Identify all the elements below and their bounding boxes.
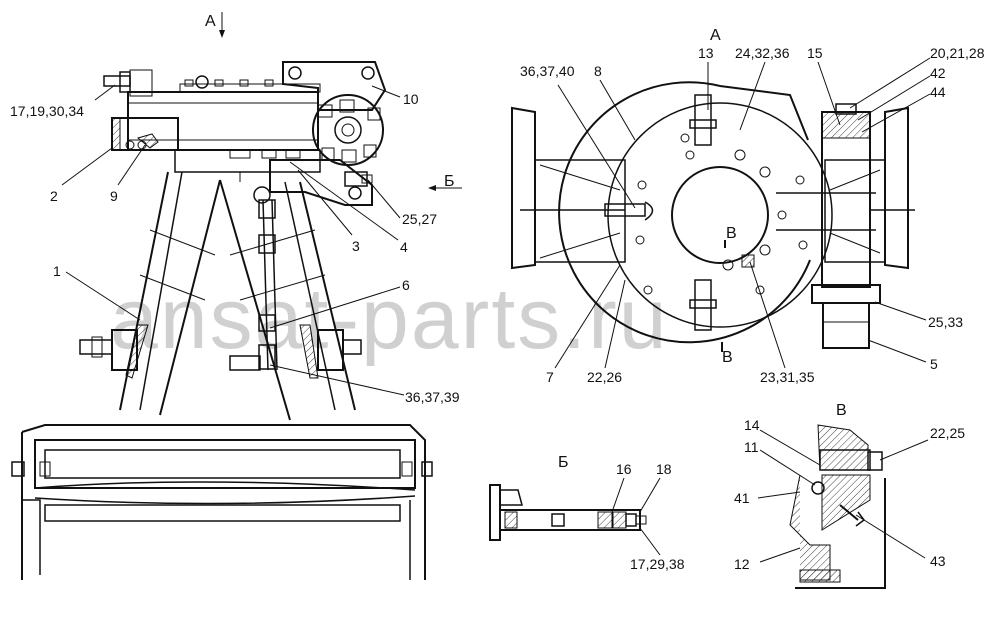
- view-label-v-top: В: [726, 225, 737, 242]
- callout-label: 41: [734, 490, 750, 506]
- callout-label: 6: [402, 277, 410, 293]
- callout-label: 12: [734, 556, 750, 572]
- view-label-v-detail: В: [836, 402, 847, 419]
- main-view: [11, 61, 433, 580]
- view-label-a-left: А: [205, 13, 216, 30]
- callout-label: 25,33: [928, 314, 963, 330]
- callout-label: 9: [110, 188, 118, 204]
- callout-label: 42: [930, 65, 946, 81]
- callout-label: 23,31,35: [760, 369, 815, 385]
- callout-label: 17,19,30,34: [10, 103, 84, 119]
- view-a-arrow: [219, 12, 225, 38]
- callout-label: 36,37,39: [405, 389, 460, 405]
- callout-label: 36,37,40: [520, 63, 575, 79]
- callout-label: 44: [930, 84, 946, 100]
- callout-label: 18: [656, 461, 672, 477]
- callout-label: 7: [546, 369, 554, 385]
- callout-label: 3: [352, 238, 360, 254]
- watermark: ansat-parts.ru: [110, 271, 669, 367]
- callout-label: 22,25: [930, 425, 965, 441]
- callout-label: 8: [594, 63, 602, 79]
- callout-label: 1: [53, 263, 61, 279]
- callout-label: 22,26: [587, 369, 622, 385]
- callout-label: 13: [698, 45, 714, 61]
- callout-label: 43: [930, 553, 946, 569]
- callout-label: 10: [403, 91, 419, 107]
- callout-label: 2: [50, 188, 58, 204]
- view-b-arrow: [428, 185, 462, 191]
- callout-label: 5: [930, 356, 938, 372]
- callout-label: 20,21,28: [930, 45, 985, 61]
- view-b-detail: [489, 484, 647, 541]
- callout-label: 14: [744, 417, 760, 433]
- view-label-b-arrow: Б: [444, 173, 455, 190]
- view-v-detail: [789, 424, 886, 589]
- callout-label: 17,29,38: [630, 556, 685, 572]
- view-label-v-bottom: В: [722, 349, 733, 366]
- view-label-a-right: А: [710, 27, 721, 44]
- view-a: [511, 81, 915, 352]
- callout-label: 16: [616, 461, 632, 477]
- callout-label: 15: [807, 45, 823, 61]
- callout-label: 4: [400, 239, 408, 255]
- callout-label: 24,32,36: [735, 45, 790, 61]
- callout-label: 11: [744, 439, 759, 455]
- callout-label: 25,27: [402, 211, 437, 227]
- leader-lines: [61, 57, 931, 563]
- callout-labels: 17,19,30,34 10 2 9 25,27 3 4 1 6 36,37,3…: [10, 45, 985, 572]
- view-label-b-detail: Б: [558, 454, 569, 471]
